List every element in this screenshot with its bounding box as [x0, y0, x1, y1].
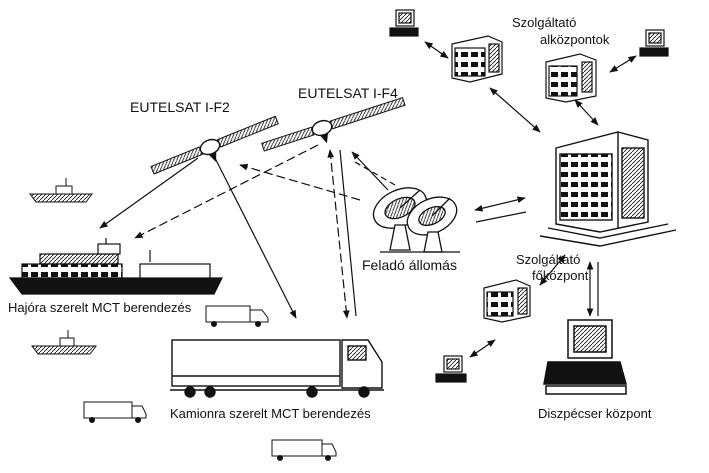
link-f2-truck	[214, 157, 297, 319]
link-pc1-sub1	[424, 41, 449, 59]
computer-terminal-3-icon	[435, 355, 467, 383]
label-main-center-1: Szolgáltató	[516, 252, 580, 267]
satellite-links	[99, 144, 396, 319]
link-f4-truck	[327, 149, 350, 319]
label-sub-centers-1: Szolgáltató	[512, 15, 576, 30]
label-sub-centers-2: alközpontok	[540, 32, 610, 47]
label-ground-station: Feladó állomás	[362, 257, 457, 273]
sub-center-building-3-icon	[483, 279, 531, 323]
large-ship-icon	[8, 238, 223, 295]
small-ship-1-icon	[29, 178, 93, 203]
link-f2-ship	[99, 157, 199, 229]
large-truck-icon	[170, 339, 384, 398]
link-station-main-b	[475, 211, 527, 223]
label-main-center-2: főközpont	[532, 268, 589, 283]
link-station-f4-b	[354, 161, 396, 186]
main-center-building-icon	[539, 131, 677, 247]
label-satellite-f2: EUTELSAT I-F2	[130, 99, 230, 115]
small-truck-2-icon	[83, 401, 147, 423]
sub-center-building-1-icon	[451, 35, 503, 83]
computer-terminal-2-icon	[639, 29, 669, 57]
computer-terminal-1-icon	[389, 9, 419, 37]
dispatcher-workstation-icon	[543, 319, 627, 395]
label-satellite-f4: EUTELSAT I-F4	[298, 85, 398, 101]
link-station-main	[474, 196, 526, 212]
link-station-f4	[351, 151, 389, 191]
link-f4-truck-b	[339, 149, 357, 317]
sub-center-building-2-icon	[545, 53, 597, 103]
link-sub1-main	[489, 87, 541, 133]
small-truck-3-icon	[271, 439, 337, 461]
network-links	[424, 41, 637, 358]
label-dispatcher-center: Diszpécser központ	[538, 406, 652, 421]
small-ship-2-icon	[31, 330, 97, 355]
link-sub3-main	[539, 254, 566, 286]
link-pc2-sub2	[609, 55, 637, 73]
satellite-f2-icon	[150, 115, 279, 175]
ground-station-dishes-icon	[372, 187, 460, 253]
label-truck-equipment: Kamionra szerelt MCT berendezés	[170, 406, 371, 421]
link-sub2-main	[574, 99, 599, 126]
link-f4-ship	[134, 144, 319, 239]
satellite-f4-icon	[261, 96, 406, 152]
small-truck-1-icon	[205, 305, 269, 327]
label-ship-equipment: Hajóra szerelt MCT berendezés	[8, 300, 192, 315]
link-pc3-sub3	[469, 339, 496, 358]
